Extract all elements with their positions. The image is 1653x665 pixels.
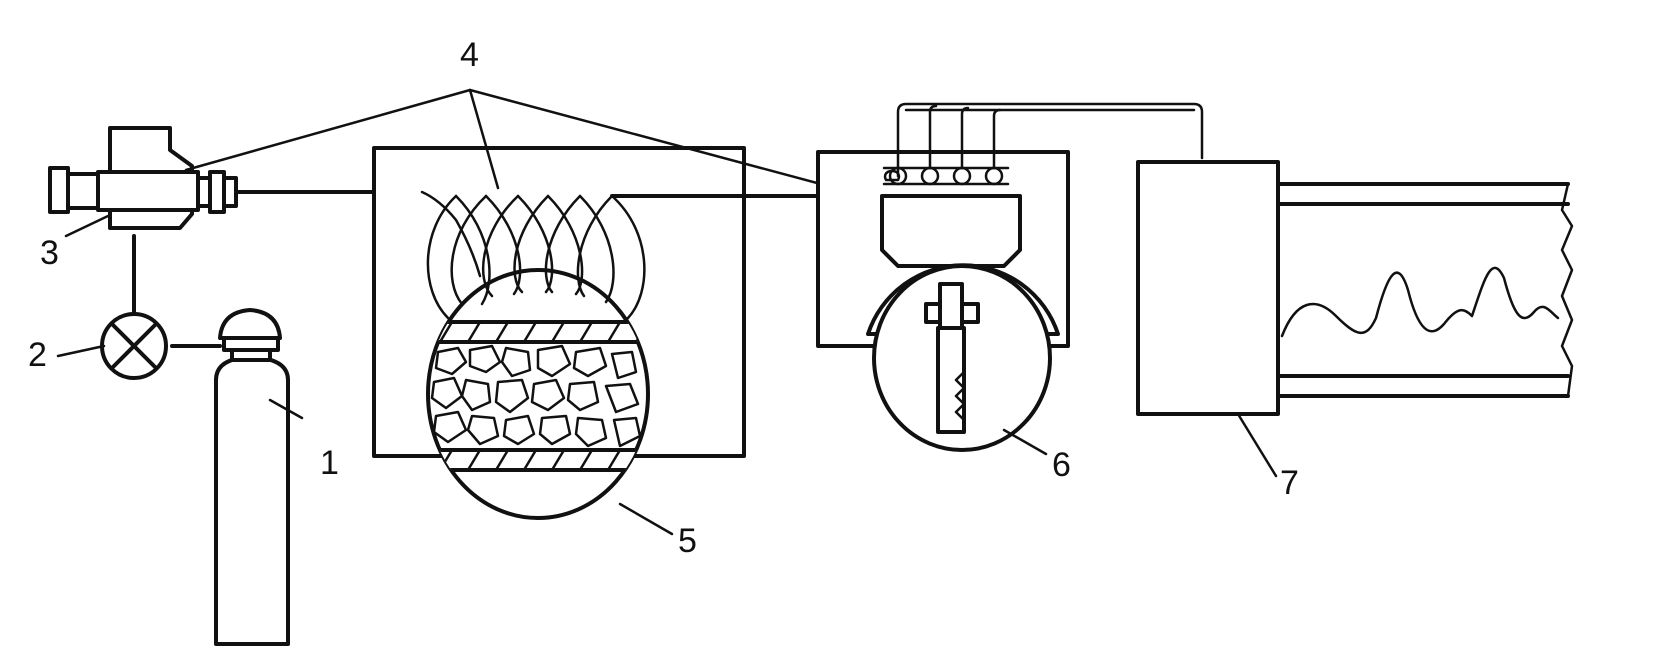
pressure-regulator <box>48 126 424 230</box>
tube-pointer-lines <box>184 88 860 196</box>
tube-coils <box>420 190 860 320</box>
label-cylinder: 1 <box>320 444 339 482</box>
label-sensor-unit: 6 <box>1052 446 1071 484</box>
sample-holder <box>426 268 650 520</box>
label-recorder: 7 <box>1280 464 1299 502</box>
sensor-unit <box>816 102 1204 452</box>
gas-cylinder <box>170 308 290 646</box>
label-sample-holder: 5 <box>678 522 697 560</box>
label-valve: 2 <box>28 336 47 374</box>
leader-lines <box>56 214 1278 536</box>
recorder <box>1136 160 1574 416</box>
label-regulator: 3 <box>40 234 59 272</box>
label-tubes: 4 <box>460 36 479 74</box>
valve <box>100 234 168 380</box>
terminal-posts <box>882 166 1010 186</box>
